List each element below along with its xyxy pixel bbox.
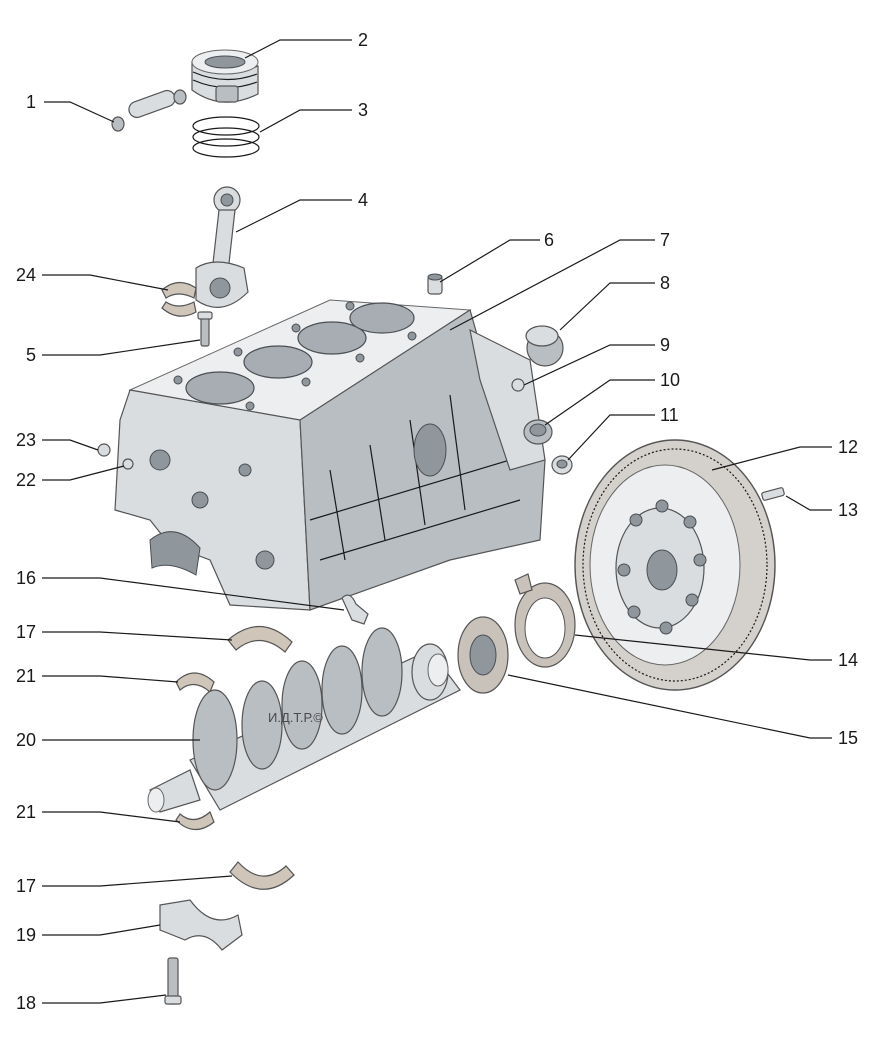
- plug-10: [523, 419, 553, 445]
- label-part-12: 12: [838, 437, 858, 457]
- main-bearing-lower: [229, 861, 295, 890]
- label-part-1: 1: [26, 92, 36, 112]
- connecting-rod: [195, 186, 249, 308]
- label-part-4: 4: [358, 190, 368, 210]
- pin-clip-right: [173, 89, 187, 105]
- piston-pin-assembly: [111, 89, 187, 132]
- flywheel: [574, 439, 776, 691]
- expansion-plug: [525, 325, 564, 367]
- cylinder-block: [114, 299, 546, 611]
- seal-holder: [457, 616, 509, 694]
- label-part-5: 5: [26, 345, 36, 365]
- label-part-17-lower: 17: [16, 876, 36, 896]
- label-part-6: 6: [544, 230, 554, 250]
- label-part-16: 16: [16, 568, 36, 588]
- plug-11: [551, 455, 573, 475]
- dowel-sleeve: [427, 273, 443, 295]
- label-part-18: 18: [16, 993, 36, 1013]
- label-part-2: 2: [358, 30, 368, 50]
- leader-lines: [42, 39, 832, 1004]
- label-part-11: 11: [660, 405, 679, 425]
- piston-rings: [192, 116, 260, 158]
- nut-23: [97, 443, 111, 457]
- label-part-15: 15: [838, 728, 858, 748]
- label-part-20: 20: [16, 730, 36, 750]
- crankshaft: [147, 627, 461, 813]
- rod-bearing-shells: [161, 281, 197, 317]
- plug-22: [122, 458, 134, 470]
- label-part-10: 10: [660, 370, 680, 390]
- part-labels: 1 2 3 4 24 5 6 7 8 9 10 11 12 13 14 15 2…: [16, 30, 858, 1013]
- thrust-washer-upper: [175, 672, 215, 694]
- label-part-19: 19: [16, 925, 36, 945]
- watermark: И.Д.Т.Р.©: [268, 710, 323, 725]
- label-part-23: 23: [16, 430, 36, 450]
- rear-oil-seal: [514, 573, 576, 668]
- label-part-7: 7: [660, 230, 670, 250]
- label-part-17-upper: 17: [16, 622, 36, 642]
- flywheel-bolt: [761, 487, 785, 501]
- main-bearing-cap: [159, 899, 243, 951]
- label-part-9: 9: [660, 335, 670, 355]
- label-part-13: 13: [838, 500, 858, 520]
- cap-bolt: [164, 957, 182, 1005]
- rod-bolt: [197, 311, 213, 347]
- piston-pin: [128, 89, 176, 119]
- label-part-21-upper: 21: [16, 666, 36, 686]
- small-plug-9: [511, 378, 525, 392]
- main-bearing-upper: [227, 625, 293, 653]
- oil-jet: [341, 594, 369, 625]
- piston: [191, 49, 259, 103]
- label-part-21-lower: 21: [16, 802, 36, 822]
- label-part-24: 24: [16, 265, 36, 285]
- thrust-washer-lower: [175, 810, 215, 831]
- pin-clip-left: [111, 116, 125, 132]
- label-part-8: 8: [660, 273, 670, 293]
- label-part-22: 22: [16, 470, 36, 490]
- label-part-3: 3: [358, 100, 368, 120]
- label-part-14: 14: [838, 650, 858, 670]
